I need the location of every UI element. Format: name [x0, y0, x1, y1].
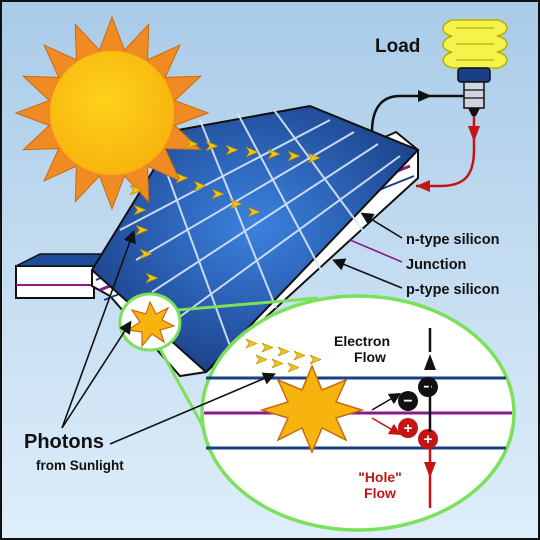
electron-flow-label-2: Flow: [354, 349, 386, 365]
sun: [14, 15, 210, 211]
cell-grid: [119, 109, 401, 347]
junction-label: Junction: [406, 257, 466, 273]
svg-text:+: +: [424, 431, 433, 448]
svg-text:+: +: [404, 420, 413, 437]
svg-text:−: −: [423, 379, 432, 396]
light-bulb-icon: [442, 19, 508, 116]
hole-flow-label-1: "Hole": [358, 469, 402, 485]
photons-label: Photons: [24, 431, 104, 453]
hole-charge-1: +: [398, 418, 418, 438]
electron-charge-1: −: [398, 391, 418, 411]
circuit: [370, 90, 480, 192]
photon-burst: [259, 364, 365, 454]
from-sunlight-label: from Sunlight: [36, 458, 124, 473]
photons-pointer-1: [61, 229, 136, 429]
junction-pointer: [349, 239, 403, 263]
p-type-label: p-type silicon: [406, 282, 499, 298]
svg-text:−: −: [403, 393, 412, 410]
p-type-pointer: [332, 258, 403, 289]
photons-pointer-3: [109, 372, 276, 445]
n-type-label: n-type silicon: [406, 232, 499, 248]
n-type-pointer: [360, 212, 403, 239]
photons-pointer-2: [61, 320, 132, 429]
magnify-spot: [118, 292, 182, 352]
load-label: Load: [375, 36, 420, 57]
hole-flow-label-2: Flow: [364, 485, 396, 501]
electron-charge-2: −: [418, 377, 438, 397]
sun-disc: [50, 51, 174, 175]
electron-flow-label-1: Electron: [334, 333, 390, 349]
inset-detail: − − + +: [200, 294, 516, 532]
hole-charge-2: +: [418, 429, 438, 449]
